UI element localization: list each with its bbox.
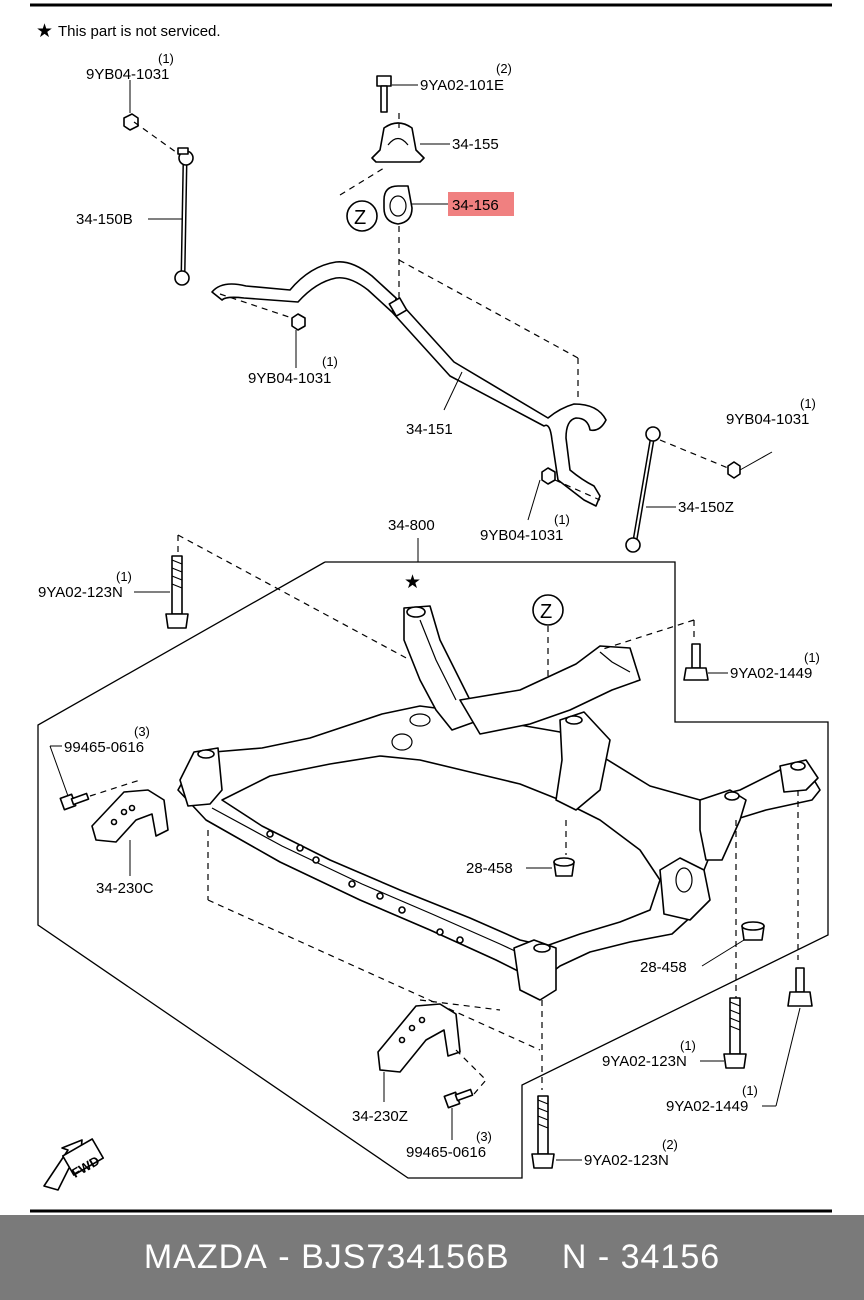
qty-nut-mid-left: (1) xyxy=(322,354,338,369)
zone-letter-mid: Z xyxy=(540,601,552,623)
crossmember-34-800 xyxy=(177,605,821,1001)
highlight-34-156 xyxy=(448,192,514,216)
label-link-34-150Z: 34-150Z xyxy=(678,499,734,516)
nut-mid-right xyxy=(541,467,556,485)
bolt-lower-1449 xyxy=(787,967,813,1007)
bolt-left-123N xyxy=(165,555,189,629)
label-bolt-bottom-123N: 9YA02-123N xyxy=(584,1152,669,1169)
bolt-lower-123N xyxy=(723,997,747,1069)
stabilizer-link-right xyxy=(625,426,661,553)
label-nut-mid-left: 9YB04-1031 xyxy=(248,370,331,387)
qty-nut-right-top: (1) xyxy=(800,396,816,411)
footer-ref-number: 34156 xyxy=(620,1238,721,1276)
label-bracket-34-230C: 34-230C xyxy=(96,880,154,897)
nut-right-top xyxy=(727,461,741,479)
parts-diagram: ★ This part is not serviced. 9YB04-1031 … xyxy=(30,3,832,1213)
label-bracket-34-230Z: 34-230Z xyxy=(352,1108,408,1125)
nut-mid-left xyxy=(291,313,306,331)
nut-top-left xyxy=(123,113,139,131)
label-nut-top-left: 9YB04-1031 xyxy=(86,66,169,83)
qty-bolt-lower-1449: (1) xyxy=(742,1083,758,1098)
assembly-outline xyxy=(37,561,829,1179)
nut-28-458-b xyxy=(741,921,765,941)
qty-bolt-lower-123N: (1) xyxy=(680,1038,696,1053)
qty-bolt-lower-0616: (3) xyxy=(476,1129,492,1144)
frame-star-icon: ★ xyxy=(404,572,421,593)
label-bolt-lower-1449: 9YA02-1449 xyxy=(666,1098,748,1115)
qty-bolt-left-123N: (1) xyxy=(116,569,132,584)
label-bolt-lower-123N: 9YA02-123N xyxy=(602,1053,687,1070)
note-star-icon: ★ xyxy=(36,21,53,42)
note-text: This part is not serviced. xyxy=(58,23,221,40)
fwd-arrow-icon: FWD xyxy=(43,1138,105,1191)
zone-letter-top: Z xyxy=(354,207,366,229)
footer-ref-prefix: N xyxy=(561,1238,588,1276)
bolt-top xyxy=(376,75,392,113)
label-nut-28-458-b: 28-458 xyxy=(640,959,687,976)
zone-marker-mid xyxy=(532,594,564,626)
label-bar-34-151: 34-151 xyxy=(406,421,453,438)
footer-brand: MAZDA xyxy=(143,1238,268,1276)
qty-nut-mid-right: (1) xyxy=(554,512,570,527)
label-frame-34-800: 34-800 xyxy=(388,517,435,534)
label-link-34-150B: 34-150B xyxy=(76,211,133,228)
stabilizer-link-left xyxy=(174,147,194,286)
stabilizer-bar-34-151 xyxy=(211,260,607,507)
bushing-34-156 xyxy=(383,185,413,225)
footer-ref-separator: - xyxy=(597,1238,611,1276)
qty-bolt-left-0616: (3) xyxy=(134,724,150,739)
bracket-34-155 xyxy=(371,122,425,163)
qty-bolt-top: (2) xyxy=(496,61,512,76)
label-nut-mid-right: 9YB04-1031 xyxy=(480,527,563,544)
bolt-right-1449 xyxy=(683,643,709,681)
label-bolt-left-0616: 99465-0616 xyxy=(64,739,144,756)
footer-separator: - xyxy=(278,1238,291,1276)
label-bushing-34-156: 34-156 xyxy=(452,197,499,214)
zone-marker-top xyxy=(346,200,378,232)
bolt-lower-0616 xyxy=(443,1088,474,1109)
bracket-34-230C xyxy=(91,789,169,843)
label-bolt-left-123N: 9YA02-123N xyxy=(38,584,123,601)
qty-bolt-bottom-123N: (2) xyxy=(662,1137,678,1152)
label-bolt-lower-0616: 99465-0616 xyxy=(406,1144,486,1161)
nut-28-458-a xyxy=(553,857,575,877)
bolt-bottom-123N xyxy=(531,1095,555,1169)
label-nut-right-top: 9YB04-1031 xyxy=(726,411,809,428)
label-bolt-top: 9YA02-101E xyxy=(420,77,504,94)
bolt-left-0616 xyxy=(59,792,90,811)
qty-nut-top-left: (1) xyxy=(158,51,174,66)
footer-part-number: BJS734156B xyxy=(301,1238,510,1276)
label-bracket-34-155: 34-155 xyxy=(452,136,499,153)
qty-bolt-right-1449: (1) xyxy=(804,650,820,665)
label-bolt-right-1449: 9YA02-1449 xyxy=(730,665,812,682)
footer-bar: MAZDA - BJS734156B N - 34156 xyxy=(0,1215,864,1300)
bracket-34-230Z xyxy=(377,1003,461,1073)
label-nut-28-458-a: 28-458 xyxy=(466,860,513,877)
